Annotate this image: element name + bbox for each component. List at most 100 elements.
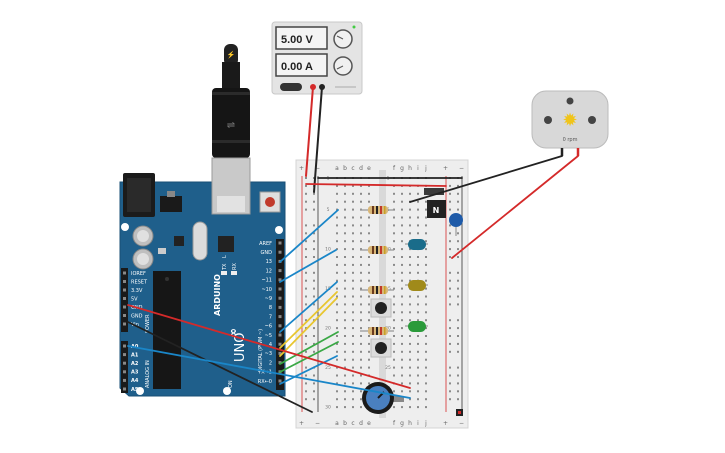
breadboard-hole[interactable] [417, 303, 419, 306]
breadboard-hole[interactable] [368, 295, 370, 298]
led-green[interactable] [405, 321, 428, 332]
digital-pin[interactable] [278, 269, 282, 273]
breadboard-hole[interactable] [401, 374, 403, 377]
rail-hole[interactable] [313, 303, 315, 306]
breadboard-hole[interactable] [368, 216, 370, 219]
breadboard-hole[interactable] [352, 271, 354, 274]
rail-hole[interactable] [305, 271, 307, 274]
breadboard-hole[interactable] [352, 295, 354, 298]
breadboard-hole[interactable] [409, 342, 411, 345]
rail-hole[interactable] [449, 224, 451, 227]
breadboard-hole[interactable] [417, 382, 419, 385]
breadboard-hole[interactable] [368, 271, 370, 274]
wire-black-gnd[interactable] [127, 321, 313, 413]
rail-hole[interactable] [305, 224, 307, 227]
push-button[interactable] [370, 298, 392, 318]
rail-hole[interactable] [305, 240, 307, 243]
breadboard-hole[interactable] [401, 390, 403, 393]
rail-hole[interactable] [457, 200, 459, 203]
breadboard-hole[interactable] [344, 319, 346, 322]
rail-hole[interactable] [449, 303, 451, 306]
rail-hole[interactable] [449, 271, 451, 274]
breadboard-hole[interactable] [401, 271, 403, 274]
breadboard-hole[interactable] [401, 327, 403, 330]
usb-cable[interactable]: ⚡ ⇌ [212, 44, 250, 158]
breadboard-hole[interactable] [417, 232, 419, 235]
breadboard-hole[interactable] [409, 256, 411, 258]
breadboard-hole[interactable] [352, 342, 354, 345]
breadboard-hole[interactable] [425, 327, 427, 330]
breadboard-hole[interactable] [417, 224, 419, 227]
breadboard-hole[interactable] [393, 350, 395, 353]
breadboard-hole[interactable] [425, 208, 427, 211]
rail-hole[interactable] [305, 382, 307, 385]
breadboard-hole[interactable] [409, 390, 411, 393]
breadboard-hole[interactable] [417, 200, 419, 203]
breadboard-hole[interactable] [360, 248, 362, 251]
breadboard-hole[interactable] [336, 192, 338, 195]
rail-hole[interactable] [457, 295, 459, 298]
breadboard-hole[interactable] [352, 398, 354, 401]
breadboard-hole[interactable] [425, 256, 427, 258]
breadboard-hole[interactable] [401, 295, 403, 298]
rail-hole[interactable] [305, 248, 307, 251]
rail-hole[interactable] [305, 342, 307, 345]
rail-hole[interactable] [449, 200, 451, 203]
breadboard-hole[interactable] [360, 319, 362, 322]
breadboard-hole[interactable] [336, 398, 338, 401]
breadboard-hole[interactable] [393, 287, 395, 290]
breadboard-hole[interactable] [344, 287, 346, 290]
breadboard-hole[interactable] [409, 398, 411, 401]
breadboard-hole[interactable] [336, 248, 338, 251]
wire-red-5v[interactable] [127, 304, 411, 389]
power-pin[interactable] [123, 297, 126, 300]
breadboard-hole[interactable] [425, 287, 427, 290]
breadboard-hole[interactable] [344, 358, 346, 361]
resistor[interactable] [360, 206, 394, 214]
breadboard-hole[interactable] [352, 256, 354, 258]
digital-pin[interactable] [278, 296, 282, 300]
breadboard-hole[interactable] [409, 335, 411, 337]
breadboard-hole[interactable] [352, 216, 354, 219]
rail-hole[interactable] [313, 327, 315, 330]
breadboard-hole[interactable] [417, 358, 419, 361]
rail-hole[interactable] [457, 271, 459, 274]
breadboard-hole[interactable] [425, 406, 427, 409]
digital-pin[interactable] [278, 379, 282, 383]
wire-red-motor[interactable] [451, 155, 579, 259]
breadboard-hole[interactable] [352, 303, 354, 306]
breadboard-hole[interactable] [360, 335, 362, 337]
rail-hole[interactable] [305, 374, 307, 377]
breadboard-hole[interactable] [336, 342, 338, 345]
breadboard-hole[interactable] [401, 382, 403, 385]
breadboard-hole[interactable] [401, 224, 403, 227]
potentiometer[interactable] [362, 382, 404, 414]
digital-pin[interactable] [278, 333, 282, 337]
breadboard-hole[interactable] [352, 311, 354, 314]
digital-pin[interactable] [278, 305, 282, 309]
rail-hole[interactable] [313, 177, 315, 179]
wire-green-2[interactable] [279, 341, 339, 373]
breadboard-hole[interactable] [344, 216, 346, 219]
power-pin[interactable] [123, 280, 126, 283]
breadboard-hole[interactable] [352, 406, 354, 409]
breadboard-hole[interactable] [336, 295, 338, 298]
breadboard-hole[interactable] [401, 192, 403, 195]
breadboard-hole[interactable] [409, 406, 411, 409]
rail-hole[interactable] [305, 319, 307, 322]
breadboard-hole[interactable] [393, 311, 395, 314]
breadboard-hole[interactable] [360, 279, 362, 282]
breadboard-hole[interactable] [417, 398, 419, 401]
breadboard-hole[interactable] [393, 303, 395, 306]
breadboard-hole[interactable] [425, 390, 427, 393]
wire-black-supply[interactable] [313, 86, 323, 193]
wire-green-1[interactable] [279, 331, 339, 365]
rail-hole[interactable] [313, 342, 315, 345]
breadboard-hole[interactable] [360, 232, 362, 235]
breadboard-hole[interactable] [352, 335, 354, 337]
breadboard-hole[interactable] [336, 319, 338, 322]
wire-blue-4[interactable] [279, 355, 338, 385]
breadboard-hole[interactable] [393, 232, 395, 235]
power-pin[interactable] [123, 271, 126, 275]
rail-hole[interactable] [305, 192, 307, 195]
